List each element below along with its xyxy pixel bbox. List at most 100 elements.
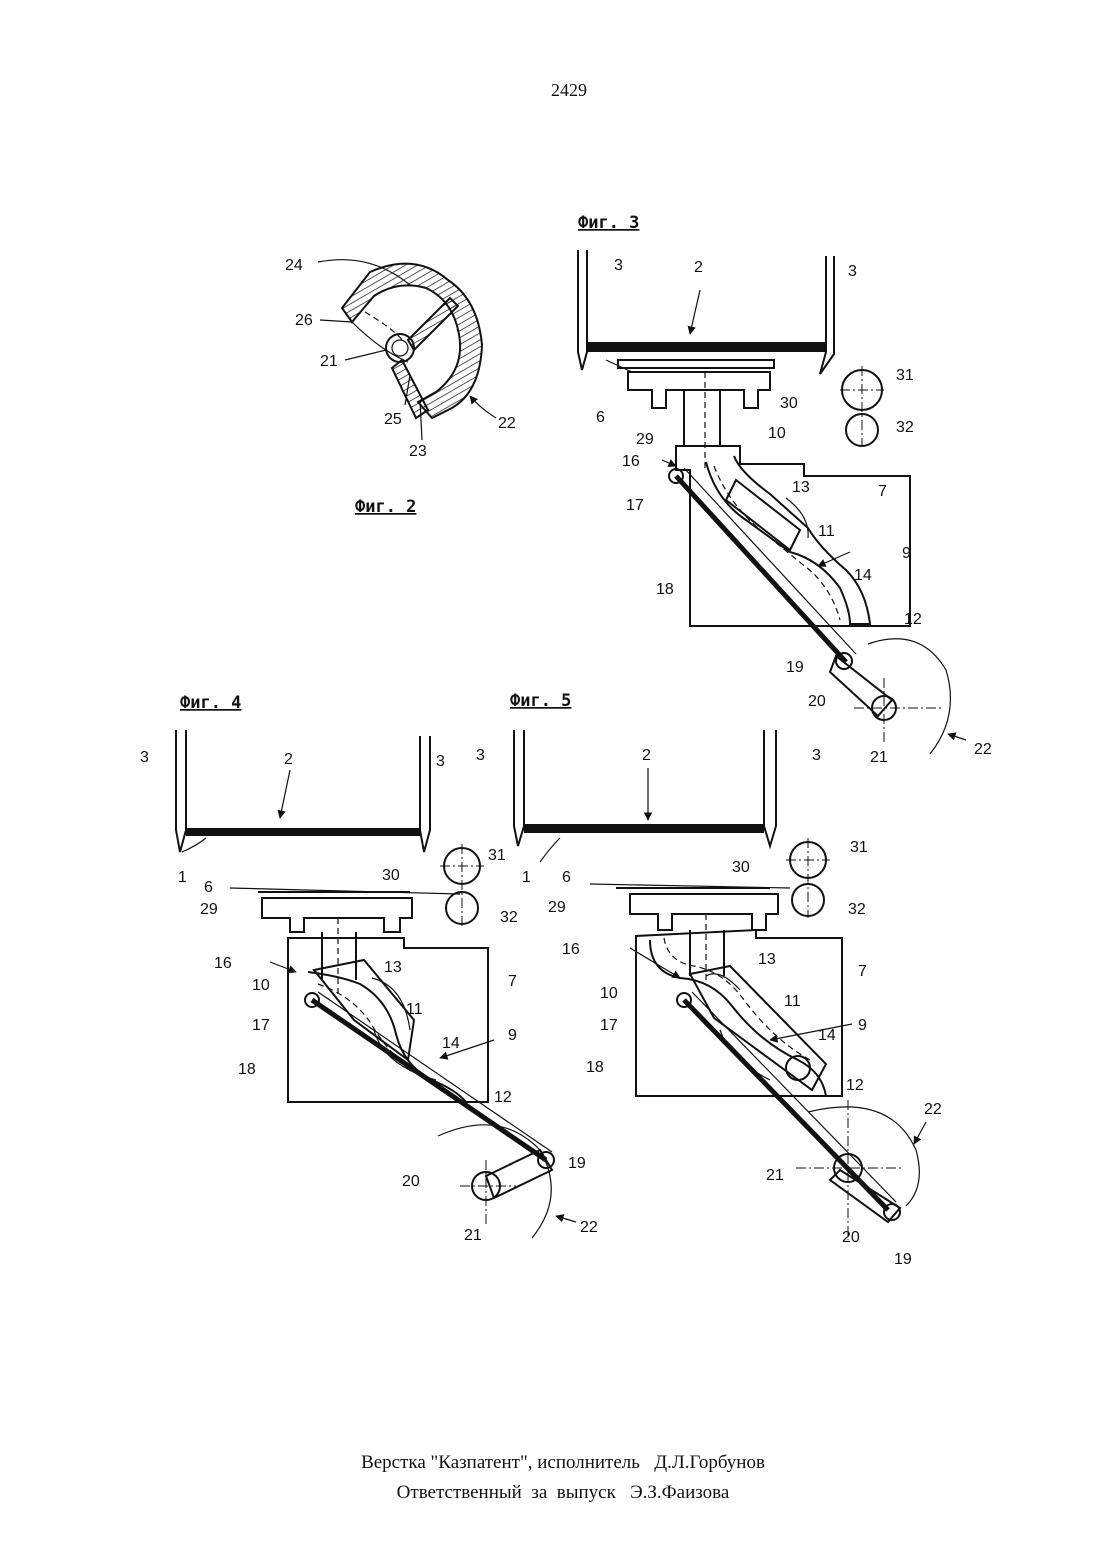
head-29 [262,898,412,932]
fig4-label-3b: 3 [436,753,445,770]
fig3-label-9: 9 [902,545,911,562]
tray-side-3-left [176,730,186,852]
fig5-label-11: 11 [784,993,801,1010]
inner-wall-25 [392,360,428,418]
fig5-label-6: 6 [562,869,571,886]
arc-22 [438,1125,551,1238]
fig3-label-3a: 3 [614,257,623,274]
fig4-label-10: 10 [252,977,270,994]
head-29 [628,372,770,408]
fig5-label-12: 12 [846,1077,864,1094]
fig5-label-19: 19 [894,1251,912,1268]
fig4-label-1: 1 [178,869,187,886]
head-29 [630,894,778,930]
fig4-title: Фиг. 4 [180,693,241,713]
fig3-label-6: 6 [596,409,605,426]
figure-5: Фиг. 5 3 2 3 31 1 30 [476,691,942,1268]
fig3-label-29: 29 [636,431,654,448]
fig4-label-29: 29 [200,901,218,918]
stack-2 [586,342,826,352]
fig4-label-16: 16 [214,955,232,972]
fig4-label-13: 13 [384,959,402,976]
fig3-label-13: 13 [792,479,810,496]
fig5-label-3a: 3 [476,747,485,764]
fig4-label-6: 6 [204,879,213,896]
fig5-label-2: 2 [642,747,651,764]
cam-slot-9 [650,940,826,1096]
fig4-label-11: 11 [406,1001,423,1018]
link-18 [676,476,846,662]
fig2-label-25: 25 [384,411,402,428]
body-7 [636,930,842,1096]
fig3-label-7: 7 [878,483,887,500]
fig4-label-12: 12 [494,1089,512,1106]
fig5-label-20: 20 [842,1229,860,1246]
tray-side-3-right [764,730,776,846]
fig5-label-1: 1 [522,869,531,886]
link-18 [312,1000,546,1160]
fig5-label-7: 7 [858,963,867,980]
fig5-label-18: 18 [586,1059,604,1076]
tray-side-3-left [578,250,587,370]
fig4-label-22: 22 [580,1219,598,1236]
fig2-label-24: 24 [285,257,303,274]
fig5-label-13: 13 [758,951,776,968]
tray-side-3-right [820,256,834,374]
fig2-label-26: 26 [295,312,313,329]
fig5-label-21: 21 [766,1167,784,1184]
fig3-label-32: 32 [896,419,914,436]
fig2-label-23: 23 [409,443,427,460]
fig5-label-22: 22 [924,1101,942,1118]
fig3-label-18: 18 [656,581,674,598]
tray-side-3-right [420,736,430,852]
fig4-label-14: 14 [442,1035,460,1052]
fig3-label-3b: 3 [848,263,857,280]
fig5-label-17: 17 [600,1017,618,1034]
fig3-label-31: 31 [896,367,914,384]
fig5-label-14: 14 [818,1027,836,1044]
fig4-label-17: 17 [252,1017,270,1034]
figure-2: 24 26 21 25 23 22 Фиг. 2 [285,257,516,517]
blade-24 [408,298,458,350]
crank-20 [830,656,892,716]
fig4-label-30: 30 [382,867,400,884]
fig5-label-16: 16 [562,941,580,958]
fig2-title: Фиг. 2 [355,497,416,517]
fig4-label-18: 18 [238,1061,256,1078]
fig4-label-32: 32 [500,909,518,926]
fig4-label-21: 21 [464,1227,482,1244]
footer-line-2: Ответственный за выпуск Э.З.Фаизова [397,1482,730,1503]
fig3-label-22: 22 [974,741,992,758]
page-number: 2429 [551,80,587,100]
fig4-label-31: 31 [488,847,506,864]
body-7 [676,446,910,626]
fig3-label-10: 10 [768,425,786,442]
fig5-label-29: 29 [548,899,566,916]
fig4-label-2: 2 [284,751,293,768]
stack-2 [186,828,420,836]
fig5-label-30: 30 [732,859,750,876]
figure-4: Фиг. 4 3 2 3 31 1 6 3 [140,693,598,1244]
fig2-label-22: 22 [498,415,516,432]
fig5-label-31: 31 [850,839,868,856]
figure-3: Фиг. 3 3 2 [578,213,992,766]
fig4-label-9: 9 [508,1027,517,1044]
fig3-label-30: 30 [780,395,798,412]
fig2-label-21: 21 [320,353,338,370]
fig3-label-16: 16 [622,453,640,470]
fig3-label-14: 14 [854,567,872,584]
fig4-label-3a: 3 [140,749,149,766]
tray-side-3-left [514,730,524,846]
fig5-label-3b: 3 [812,747,821,764]
footer-line-1: Верстка "Казпатент", исполнитель Д.Л.Гор… [361,1452,765,1473]
fig3-label-19: 19 [786,659,804,676]
fig3-label-12: 12 [904,611,922,628]
fig3-label-20: 20 [808,693,826,710]
fig4-label-20: 20 [402,1173,420,1190]
fig5-title: Фиг. 5 [510,691,571,711]
fig3-label-2: 2 [694,259,703,276]
stack-2 [524,824,764,833]
arc-22 [808,1107,919,1206]
fig4-label-19: 19 [568,1155,586,1172]
